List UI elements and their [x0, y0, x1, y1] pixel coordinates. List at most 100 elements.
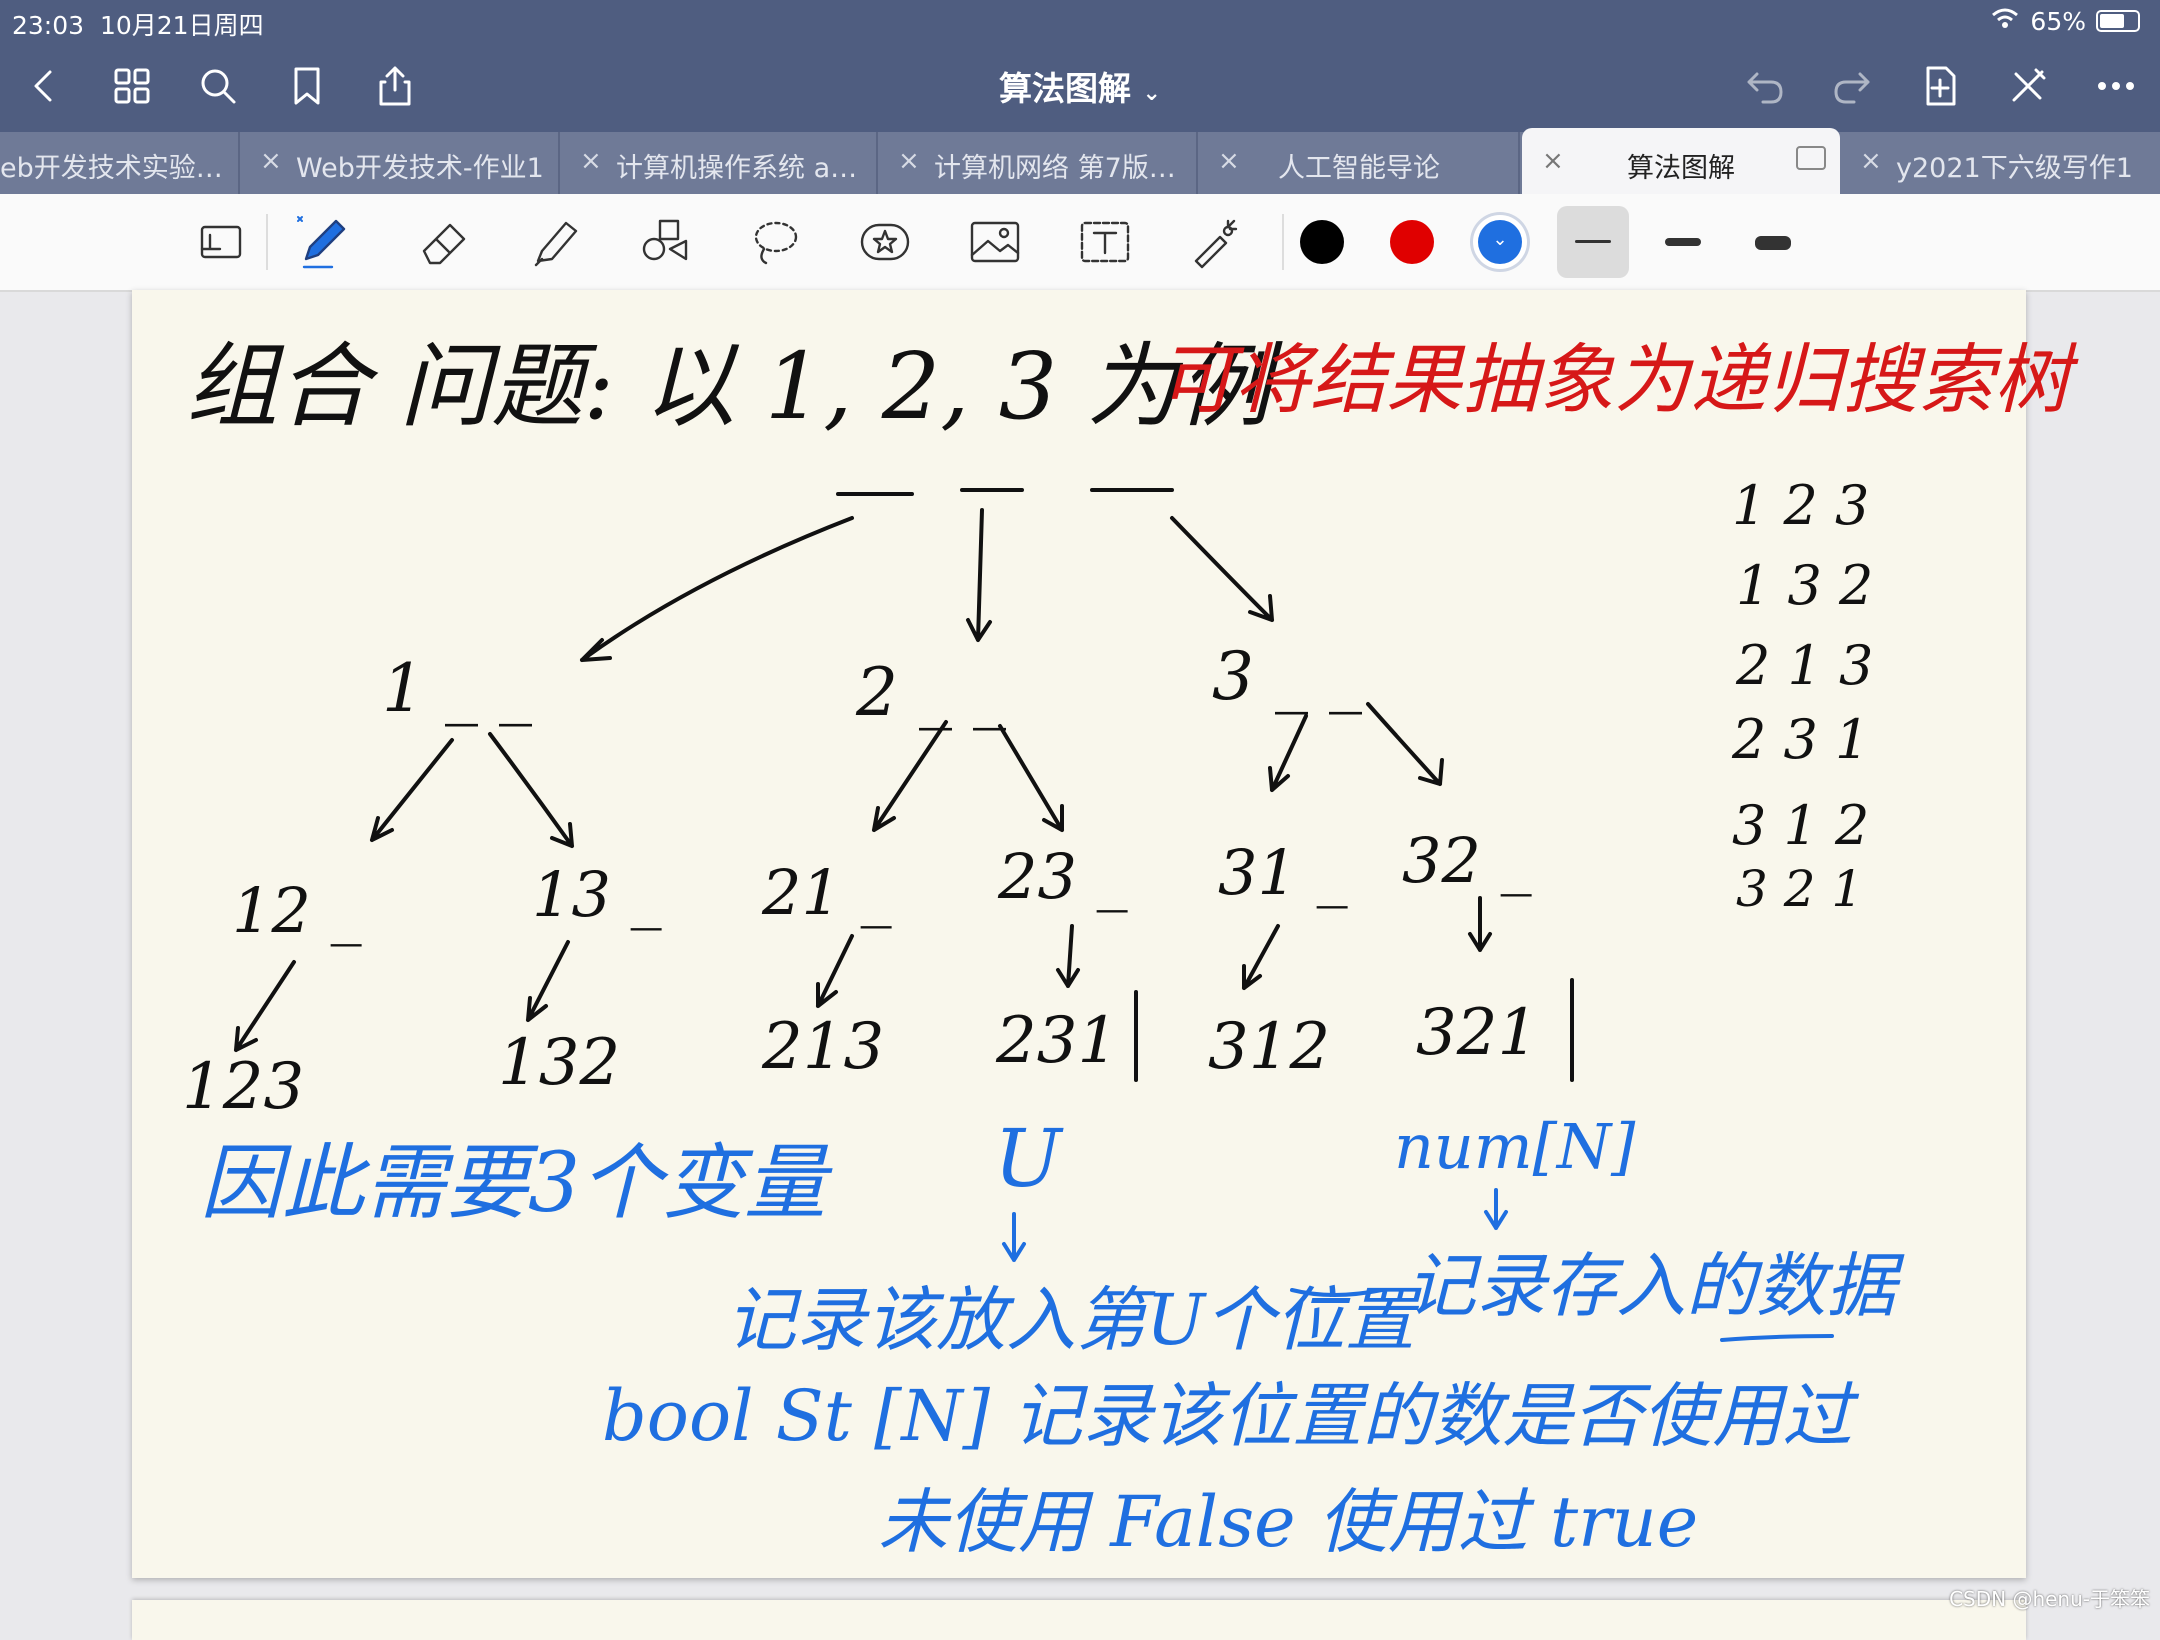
- perm-list-item: 1 2 3: [1732, 474, 1870, 537]
- status-time-date: 23:03 10月21日周四: [12, 6, 264, 42]
- pen-tool[interactable]: [288, 208, 358, 276]
- text-tool[interactable]: [1070, 208, 1140, 276]
- note-title: 组合 问题: 以 1, 2, 3 为例: [186, 333, 1271, 440]
- redo-icon: [1834, 72, 1870, 104]
- document-title[interactable]: 算法图解 ⌄: [0, 62, 2160, 110]
- split-view-icon[interactable]: [1796, 146, 1826, 170]
- shapes-tool[interactable]: [630, 208, 700, 276]
- tab-network[interactable]: × 计算机网络 第7版…: [878, 132, 1198, 194]
- battery-icon: [2096, 10, 2140, 32]
- undo-button[interactable]: [1735, 56, 1795, 116]
- red-annotation: 可将结果抽象为递归搜索树: [1158, 335, 2070, 424]
- tab-label: 计算机网络 第7版…: [934, 153, 1176, 184]
- chevron-down-icon: ⌄: [1142, 81, 1161, 106]
- search-icon: [201, 69, 236, 104]
- tab-ai[interactable]: ×人工智能导论: [1198, 132, 1520, 194]
- close-icon[interactable]: ×: [1542, 146, 1564, 176]
- note-u-desc: 记录该放入第U个位置: [726, 1279, 1415, 1361]
- leaf-123: 123: [182, 1050, 305, 1124]
- perm-list-item: 3 2 1: [1736, 860, 1864, 918]
- status-time: 23:03: [12, 11, 85, 40]
- zoom-box-tool[interactable]: [186, 208, 256, 276]
- image-icon: [970, 221, 1020, 263]
- color-red[interactable]: [1390, 220, 1434, 264]
- tree-node-3: 3 _ _: [1212, 638, 1362, 715]
- color-black[interactable]: [1300, 220, 1344, 264]
- highlighter-icon: [534, 221, 578, 267]
- close-icon[interactable]: ×: [260, 146, 282, 176]
- more-icon: [2098, 82, 2134, 90]
- pen-icon: [297, 216, 346, 269]
- wifi-icon: [1990, 6, 2020, 36]
- tree-node-21: 21 _: [762, 856, 892, 929]
- tab-bar: eb开发技术实验… × Web开发技术-作业1 × 计算机操作系统 a… × 计算机网…: [0, 128, 2160, 194]
- nav-bar: 算法图解 ⌄: [0, 42, 2160, 132]
- grid-icon: [114, 68, 150, 104]
- more-button[interactable]: [2086, 56, 2146, 116]
- tree-node-32: 32 _: [1402, 824, 1532, 897]
- share-icon: [379, 66, 411, 106]
- leaf-231: 231: [996, 1004, 1119, 1078]
- image-tool[interactable]: [960, 208, 1030, 276]
- undo-icon: [1747, 72, 1783, 104]
- chevron-down-icon: ⌄: [1492, 229, 1508, 250]
- tab-label: Web开发技术-作业1: [296, 153, 544, 184]
- add-page-icon: [1926, 66, 1956, 106]
- perm-list-item: 2 1 3: [1736, 634, 1874, 697]
- note-need-three-vars: 因此需要3个变量: [200, 1136, 827, 1231]
- redo-button[interactable]: [1822, 56, 1882, 116]
- sticker-icon: [860, 223, 910, 261]
- bookmark-button[interactable]: [277, 56, 337, 116]
- watermark: CSDN @henu-于笨笨: [1949, 1587, 2150, 1611]
- color-blue[interactable]: ⌄: [1478, 220, 1522, 264]
- tools-icon: [2012, 68, 2046, 102]
- stroke-thick-option[interactable]: [1755, 236, 1791, 250]
- tab-english[interactable]: × y2021下六级写作1: [1840, 132, 2160, 194]
- close-icon[interactable]: ×: [1218, 146, 1240, 176]
- tab-web-homework[interactable]: × Web开发技术-作业1: [240, 132, 560, 194]
- note-var-u: U: [994, 1112, 1062, 1205]
- lasso-tool[interactable]: [740, 208, 810, 276]
- close-icon[interactable]: ×: [898, 146, 920, 176]
- stroke-thin-icon: [1575, 240, 1611, 243]
- tree-node-13: 13 _: [532, 858, 662, 931]
- perm-list-item: 3 1 2: [1732, 794, 1870, 857]
- note-num-desc: 记录存入的数据: [1406, 1245, 1896, 1327]
- tab-label: y2021下六级写作1: [1896, 153, 2133, 184]
- shapes-icon: [642, 219, 688, 261]
- status-right: 65%: [1990, 6, 2140, 36]
- close-icon[interactable]: ×: [580, 146, 602, 176]
- note-st-array: bool St [N] 记录该位置的数是否使用过: [602, 1375, 1853, 1457]
- tools-button[interactable]: [1998, 56, 2058, 116]
- back-button[interactable]: [14, 56, 74, 116]
- stroke-medium-option[interactable]: [1665, 238, 1701, 246]
- drawing-toolbar: ⌄: [0, 194, 2160, 292]
- thumbnails-button[interactable]: [102, 56, 162, 116]
- search-button[interactable]: [188, 56, 248, 116]
- tab-os[interactable]: × 计算机操作系统 a…: [560, 132, 878, 194]
- tab-label: 计算机操作系统 a…: [616, 153, 858, 184]
- laser-pointer-icon: [1194, 219, 1238, 269]
- leaf-321: 321: [1416, 996, 1539, 1070]
- next-note-page[interactable]: [132, 1600, 2026, 1640]
- note-var-num: num[N]: [1394, 1110, 1636, 1183]
- eraser-tool[interactable]: [410, 208, 480, 276]
- tab-web-lab[interactable]: eb开发技术实验…: [0, 132, 240, 194]
- tab-label: eb开发技术实验…: [0, 153, 223, 184]
- note-page[interactable]: 组合 问题: 以 1, 2, 3 为例 可将结果抽象为递归搜索树 1 _ _ 2…: [132, 290, 2070, 1578]
- leaf-132: 132: [498, 1026, 621, 1100]
- tree-node-1: 1 _ _: [382, 650, 532, 727]
- close-icon[interactable]: ×: [1860, 146, 1882, 176]
- perm-list-item: 2 3 1: [1732, 708, 1870, 771]
- bookmark-icon: [294, 67, 320, 105]
- add-page-button[interactable]: [1910, 56, 1970, 116]
- share-button[interactable]: [365, 56, 425, 116]
- laser-pointer-tool[interactable]: [1180, 208, 1250, 276]
- tree-node-23: 23 _: [998, 840, 1128, 913]
- eraser-icon: [422, 223, 466, 265]
- sticker-tool[interactable]: [850, 208, 920, 276]
- highlighter-tool[interactable]: [520, 208, 590, 276]
- status-bar: 23:03 10月21日周四 65%: [0, 0, 2160, 42]
- tab-algorithms[interactable]: ×算法图解: [1522, 128, 1840, 194]
- lasso-icon: [754, 221, 798, 265]
